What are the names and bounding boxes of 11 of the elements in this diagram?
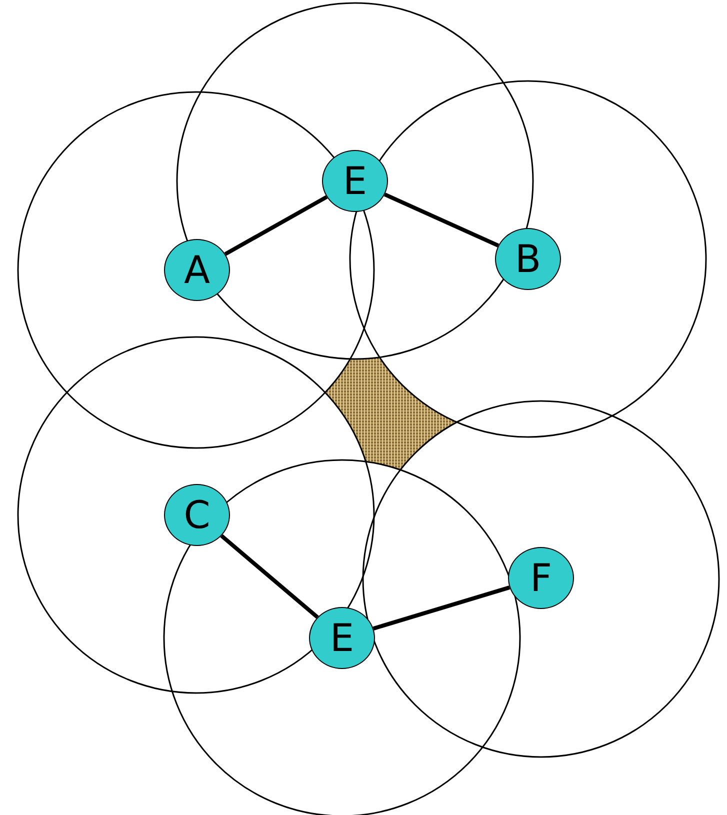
node-label: F <box>530 556 552 600</box>
link-line <box>384 192 500 248</box>
node-label: E <box>330 616 354 660</box>
link-line <box>224 195 328 256</box>
link-line <box>220 534 319 619</box>
link-line <box>372 586 510 630</box>
node-circle <box>322 150 388 212</box>
node-label: B <box>514 237 542 281</box>
node-label: A <box>184 248 210 292</box>
node-label: E <box>342 159 367 203</box>
node-label: C <box>184 493 210 537</box>
